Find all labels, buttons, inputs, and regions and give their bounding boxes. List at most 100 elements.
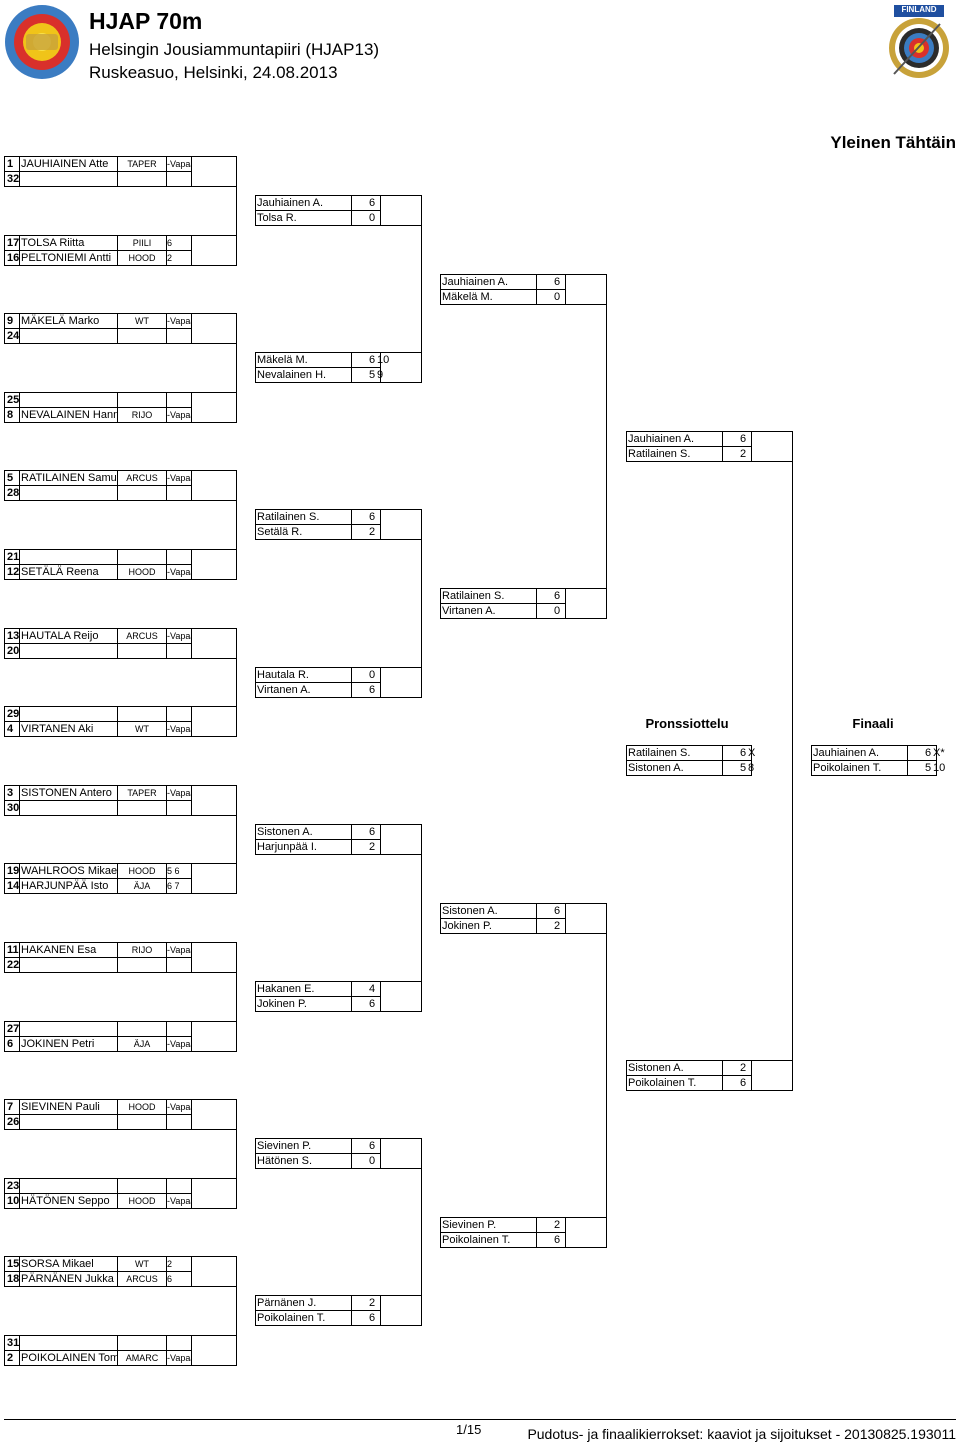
bracket-line xyxy=(381,1295,421,1296)
round2-score: 6 xyxy=(351,824,381,840)
round1-seed: 22 xyxy=(4,957,20,973)
round1-seed: 24 xyxy=(4,328,20,344)
round1-club: ÄJA xyxy=(117,878,167,894)
round1-name: POIKOLAINEN Tomi xyxy=(19,1350,118,1366)
round2-score: 6 xyxy=(351,682,381,698)
round2-name: Mäkelä M. xyxy=(255,352,352,368)
round2-score: 6 xyxy=(351,996,381,1012)
round3-name: Jokinen P. xyxy=(440,918,537,934)
round2-name: Jauhiainen A. xyxy=(255,195,352,211)
round1-seed: 4 xyxy=(4,721,20,737)
venue-date: Ruskeasuo, Helsinki, 24.08.2013 xyxy=(89,63,338,82)
bracket-line xyxy=(236,942,237,1052)
round2-set-points: 6 xyxy=(369,1312,376,1324)
round4-name: Ratilainen S. xyxy=(626,446,723,462)
bracket-line xyxy=(192,470,236,471)
round1-seed: 20 xyxy=(4,643,20,659)
bracket-line xyxy=(566,933,606,934)
round3-set-points: 0 xyxy=(554,605,561,617)
round4-set-points: 6 xyxy=(740,1077,747,1089)
bracket-line xyxy=(421,824,422,1012)
round1-club: WT xyxy=(117,721,167,737)
round1-name: MÄKELÄ Marko xyxy=(19,313,118,329)
round2-score: 2 xyxy=(351,839,381,855)
round2-score: 6 xyxy=(351,195,381,211)
round2-set-points: 6 xyxy=(369,197,376,209)
bracket-line xyxy=(752,1090,792,1091)
round1-name: HÄTÖNEN Seppo xyxy=(19,1193,118,1209)
bracket-line xyxy=(192,628,236,629)
round1-result: -Vapaa- xyxy=(166,313,192,329)
round1-club: HOOD xyxy=(117,1193,167,1209)
bracket-line xyxy=(566,304,606,305)
finland-archery-logo-icon xyxy=(889,5,949,78)
round1-club: ARCUS xyxy=(117,628,167,644)
round2-name: Pärnänen J. xyxy=(255,1295,352,1311)
round1-name xyxy=(19,328,118,344)
bracket-line xyxy=(236,470,237,580)
round1-result: -Vapaa- xyxy=(166,1350,192,1366)
round2-name: Nevalainen H. xyxy=(255,367,352,383)
final-match-tiebreak: X* xyxy=(933,747,945,759)
bracket-line xyxy=(566,618,606,619)
round2-score: 6 xyxy=(351,1310,381,1326)
bracket-line xyxy=(381,824,421,825)
round2-set-points: 0 xyxy=(369,1155,376,1167)
bracket-line xyxy=(192,1178,236,1179)
round1-club: HOOD xyxy=(117,1099,167,1115)
round2-name: Harjunpää I. xyxy=(255,839,352,855)
round1-result xyxy=(166,643,192,659)
round1-club: AMARC xyxy=(117,1350,167,1366)
round1-seed: 29 xyxy=(4,706,20,722)
round2-score: 0 xyxy=(351,1153,381,1169)
bracket-line xyxy=(192,785,236,786)
round1-club: HOOD xyxy=(117,863,167,879)
round1-name: WAHLROOS Mikael xyxy=(19,863,118,879)
round1-name: HAKANEN Esa xyxy=(19,942,118,958)
round2-score: 0 xyxy=(351,210,381,226)
round1-result: 5 6 xyxy=(166,863,192,879)
round3-name: Virtanen A. xyxy=(440,603,537,619)
round1-seed: 25 xyxy=(4,392,20,408)
round2-set-points: 2 xyxy=(369,526,376,538)
round2-name: Poikolainen T. xyxy=(255,1310,352,1326)
round1-result xyxy=(166,706,192,722)
round1-club xyxy=(117,549,167,565)
round1-seed: 21 xyxy=(4,549,20,565)
round1-result: -Vapaa- xyxy=(166,470,192,486)
bracket-line xyxy=(381,1138,421,1139)
round1-name xyxy=(19,1178,118,1194)
round3-score: 0 xyxy=(536,289,566,305)
round1-result: -Vapaa- xyxy=(166,564,192,580)
round1-club: RIJO xyxy=(117,942,167,958)
round1-result: 6 7 xyxy=(166,878,192,894)
round1-name: JOKINEN Petri xyxy=(19,1036,118,1052)
round4-name: Jauhiainen A. xyxy=(626,431,723,447)
round1-seed: 30 xyxy=(4,800,20,816)
round2-score: 6 xyxy=(351,509,381,525)
bracket-line xyxy=(192,1256,236,1257)
round1-result xyxy=(166,485,192,501)
bracket-line xyxy=(421,1138,422,1326)
category-title: Yleinen Tähtäin xyxy=(830,133,956,152)
round2-set-points: 6 xyxy=(369,826,376,838)
round1-seed: 7 xyxy=(4,1099,20,1115)
round1-result: -Vapaa- xyxy=(166,156,192,172)
round1-name xyxy=(19,392,118,408)
round3-name: Poikolainen T. xyxy=(440,1232,537,1248)
round3-set-points: 2 xyxy=(554,920,561,932)
round1-seed: 10 xyxy=(4,1193,20,1209)
bracket-line xyxy=(192,186,236,187)
bracket-line xyxy=(381,1325,421,1326)
bronze-match-tiebreak: 8 xyxy=(748,762,755,774)
round3-score: 6 xyxy=(536,1232,566,1248)
bronze-match-name: Ratilainen S. xyxy=(626,745,723,761)
round1-club xyxy=(117,1021,167,1037)
bracket-line xyxy=(192,235,236,236)
round1-result: -Vapaa- xyxy=(166,785,192,801)
round2-tiebreak: 10 xyxy=(377,354,390,366)
bracket-line xyxy=(236,313,237,423)
